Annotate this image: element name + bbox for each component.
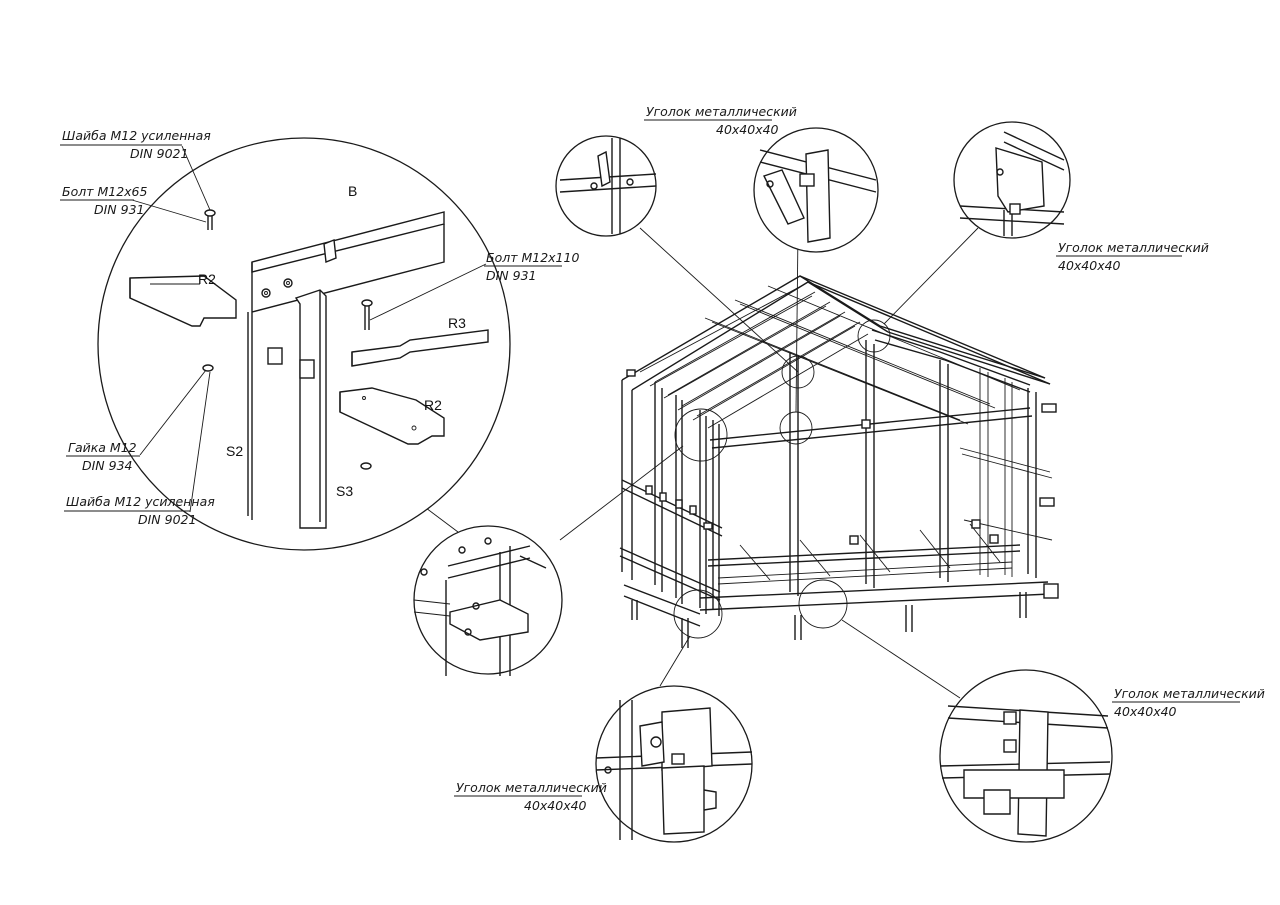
part-label-r3: R3 (448, 315, 466, 331)
part-label-s2: S2 (226, 443, 243, 459)
callout-bolt-110: Болт M12x110 DIN 931 (484, 250, 579, 283)
angle-bottom-left-name: Уголок металлический (456, 780, 607, 795)
angle-right-name: Уголок металлический (1058, 240, 1209, 255)
detail-circle-joint-top-right (953, 121, 1071, 239)
callout-angle-bottom-right: Уголок металлический 40x40x40 (1112, 686, 1265, 719)
callout-angle-right: Уголок металлический 40x40x40 (1056, 240, 1209, 273)
callout-washer-bottom: Шайба M12 усиленная DIN 9021 (64, 494, 215, 527)
greenhouse-frame (619, 275, 1059, 648)
nut-name: Гайка M12 (68, 440, 137, 455)
callout-angle-top: Уголок металлический 40x40x40 (644, 104, 797, 137)
bolt-65-name: Болт M12x65 (62, 184, 148, 199)
bolt-110-standard: DIN 931 (486, 268, 537, 283)
part-label-s3: S3 (336, 483, 353, 499)
callout-bolt-65: Болт M12x65 DIN 931 (60, 184, 148, 217)
bolt-65-standard: DIN 931 (94, 202, 145, 217)
detail-circle-joint-top-left (555, 135, 657, 237)
angle-top-name: Уголок металлический (646, 104, 797, 119)
detail-leaders (409, 227, 979, 699)
exploded-view-circle (97, 137, 511, 551)
washer-top-standard: DIN 9021 (130, 146, 188, 161)
angle-right-size: 40x40x40 (1058, 258, 1121, 273)
bolt-110-name: Болт M12x110 (486, 250, 579, 265)
detail-circle-joint-bottom-left (595, 685, 753, 843)
washer-top-name: Шайба M12 усиленная (62, 128, 211, 143)
callout-nut: Гайка M12 DIN 934 (66, 440, 140, 473)
part-label-r2-lower: R2 (424, 397, 442, 413)
angle-top-size: 40x40x40 (716, 122, 779, 137)
angle-bottom-right-name: Уголок металлический (1114, 686, 1265, 701)
detail-circle-joint-bottom-right (939, 669, 1113, 843)
nut-standard: DIN 934 (82, 458, 133, 473)
detail-circle-joint-middle-left (413, 525, 563, 676)
callout-washer-top: Шайба M12 усиленная DIN 9021 (60, 128, 211, 161)
part-label-r2-upper: R2 (198, 271, 216, 287)
callout-angle-bottom-left: Уголок металлический 40x40x40 (454, 780, 607, 813)
angle-bottom-left-size: 40x40x40 (524, 798, 587, 813)
washer-bottom-name: Шайба M12 усиленная (66, 494, 215, 509)
washer-bottom-standard: DIN 9021 (138, 512, 196, 527)
detail-circle-joint-top (753, 127, 879, 253)
part-label-b: B (348, 183, 357, 199)
callout-leaders (131, 145, 487, 513)
angle-bottom-right-size: 40x40x40 (1114, 704, 1177, 719)
